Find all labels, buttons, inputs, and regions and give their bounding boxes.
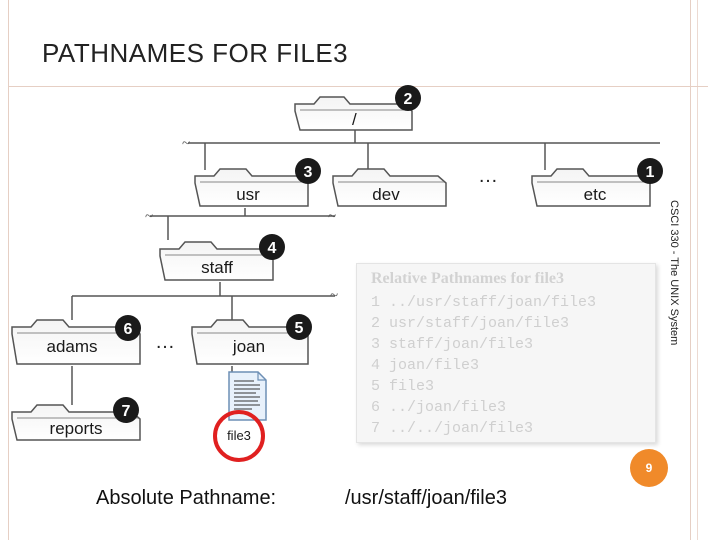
folder-root: / 2 (294, 85, 421, 131)
svg-text:~: ~ (145, 209, 153, 225)
folder-joan-label: joan (232, 337, 265, 356)
badge-4-text: 4 (268, 240, 277, 257)
badge-6-text: 6 (124, 321, 133, 338)
badge-5-text: 5 (295, 320, 304, 337)
svg-text:~: ~ (182, 136, 190, 152)
folder-joan: joan 5 (191, 314, 312, 365)
badge-7 (113, 397, 139, 423)
folder-staff: staff 4 (159, 234, 285, 281)
folder-staff-label: staff (201, 258, 233, 277)
relative-pathname-6: 6 ../joan/file3 (371, 399, 507, 416)
slide-number-badge: 9 (630, 449, 668, 487)
absolute-pathname-label: Absolute Pathname: (96, 487, 277, 509)
badge-5 (286, 314, 312, 340)
folder-root-label: / (352, 110, 357, 129)
folder-reports: reports 7 (11, 397, 141, 441)
svg-text:~: ~ (328, 209, 336, 225)
folder-reports-label: reports (50, 419, 103, 438)
ellipsis-middle: … (155, 331, 175, 353)
badge-2 (395, 85, 421, 111)
slide-title: PATHNAMES FOR FILE3 (42, 38, 349, 68)
badge-3-text: 3 (304, 164, 313, 181)
badge-1 (637, 158, 663, 184)
folder-usr-label: usr (236, 185, 260, 204)
relative-pathname-7: 7 ../../joan/file3 (371, 420, 534, 437)
relative-pathnames-title: Relative Pathnames for file3 (371, 270, 564, 287)
badge-6 (115, 315, 141, 341)
folder-adams-label: adams (46, 337, 97, 356)
relative-pathname-1: 1 ../usr/staff/joan/file3 (371, 294, 597, 311)
cut-marks: ~ ~ ~ ~ (145, 136, 338, 304)
ellipsis-top: … (478, 165, 498, 187)
folder-etc: etc 1 (531, 158, 663, 207)
relative-pathname-3: 3 staff/joan/file3 (371, 336, 534, 353)
relative-pathnames-box: Relative Pathnames for file3 1 ../usr/st… (356, 263, 656, 443)
frame-line-right (690, 0, 691, 540)
file3-highlight-circle (213, 410, 265, 462)
svg-text:~: ~ (330, 288, 338, 304)
relative-pathname-4: 4 joan/file3 (371, 357, 480, 374)
tree-connectors (71, 130, 660, 405)
folder-dev: dev (332, 168, 447, 207)
frame-line-top (8, 86, 708, 87)
badge-4 (259, 234, 285, 260)
folder-usr: usr 3 (194, 158, 321, 207)
badge-7-text: 7 (122, 403, 131, 420)
folder-dev-label: dev (372, 185, 400, 204)
folder-etc-label: etc (584, 185, 607, 204)
folder-adams: adams 6 (11, 315, 141, 365)
relative-pathname-2: 2 usr/staff/joan/file3 (371, 315, 570, 332)
file3-label: file3 (227, 428, 251, 443)
badge-3 (295, 158, 321, 184)
frame-line-right-outer (697, 0, 698, 540)
badge-2-text: 2 (404, 91, 413, 108)
frame-line-left (8, 0, 9, 540)
absolute-pathname-value: /usr/staff/joan/file3 (345, 487, 507, 509)
relative-pathname-5: 5 file3 (371, 378, 435, 395)
badge-1-text: 1 (646, 164, 655, 181)
